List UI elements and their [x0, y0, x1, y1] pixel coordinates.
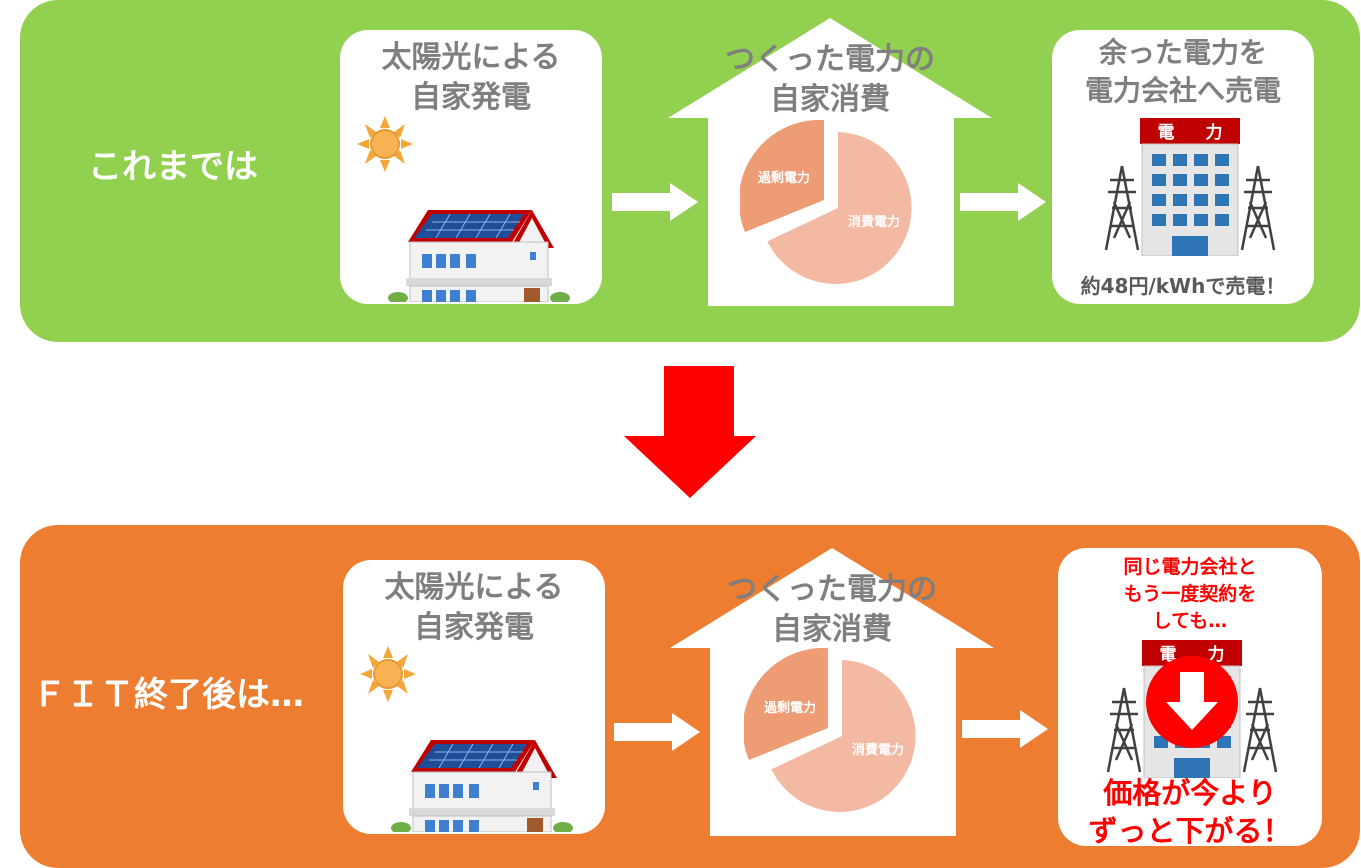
surplus-slice [740, 120, 824, 232]
power-company-building-icon: 電 力 [1106, 640, 1278, 778]
sale-price-text: 約48円/kWhで売電！ [1080, 274, 1286, 298]
power-sale-title: 余った電力を 電力会社へ売電 [1084, 36, 1281, 107]
surplus-label: 過剰電力 [763, 700, 816, 716]
flow-arrow-icon [614, 713, 700, 751]
consumption-pie-chart: 過剰電力 消費電力 [740, 120, 912, 284]
transmission-tower-icon [1240, 165, 1276, 251]
consumption-label: 消費電力 [848, 214, 900, 230]
consumption-pie-chart: 過剰電力 消費電力 [744, 648, 916, 812]
solar-generation-card: 太陽光による 自家発電 [343, 560, 605, 834]
svg-text:電: 電 [1160, 645, 1177, 665]
before-row-label: これまでは [88, 147, 258, 187]
flow-arrow-icon [612, 183, 698, 221]
svg-text:力: 力 [1206, 122, 1223, 143]
transmission-tower-icon [1104, 165, 1140, 251]
solar-generation-title: 太陽光による 自家発電 [384, 570, 564, 645]
consumption-slice [767, 132, 912, 284]
surplus-slice [744, 648, 828, 760]
house-with-panels [391, 740, 573, 832]
solar-house-illustration [360, 646, 573, 832]
self-consumption-house [670, 548, 994, 836]
flow-arrow-icon [960, 183, 1046, 221]
self-consumption-house [668, 18, 992, 306]
surplus-label: 過剰電力 [757, 170, 810, 186]
transmission-tower-icon [1242, 687, 1278, 773]
solar-generation-title: 太陽光による 自家発電 [381, 40, 561, 115]
power-sale-card: 余った電力を 電力会社へ売電 電 力 [1052, 30, 1314, 304]
flow-arrow-icon [962, 710, 1048, 748]
svg-text:力: 力 [1208, 644, 1225, 665]
sun-icon [357, 116, 413, 172]
transition-down-arrow-icon [624, 366, 756, 498]
power-company-building-icon: 電 力 [1104, 118, 1276, 256]
svg-text:電: 電 [1158, 123, 1175, 143]
consumption-slice [771, 660, 916, 812]
solar-house-illustration [357, 116, 570, 302]
recontract-note: 同じ電力会社と もう一度契約を しても… [1123, 556, 1257, 632]
price-drop-card: 同じ電力会社と もう一度契約を しても… 電 力 [1058, 548, 1322, 846]
price-drop-text: 価格が今より ずっと下がる！ [1088, 776, 1292, 846]
price-down-icon [1146, 656, 1238, 748]
after-row-label: ＦＩＴ終了後は… [32, 675, 304, 715]
self-consumption-title: つくった電力の 自家消費 [725, 42, 935, 117]
sun-icon [360, 646, 416, 702]
transmission-tower-icon [1106, 687, 1142, 773]
self-consumption-title: つくった電力の 自家消費 [727, 572, 937, 647]
solar-generation-card: 太陽光による 自家発電 [340, 30, 602, 304]
consumption-label: 消費電力 [852, 742, 904, 758]
house-with-panels [388, 210, 570, 302]
